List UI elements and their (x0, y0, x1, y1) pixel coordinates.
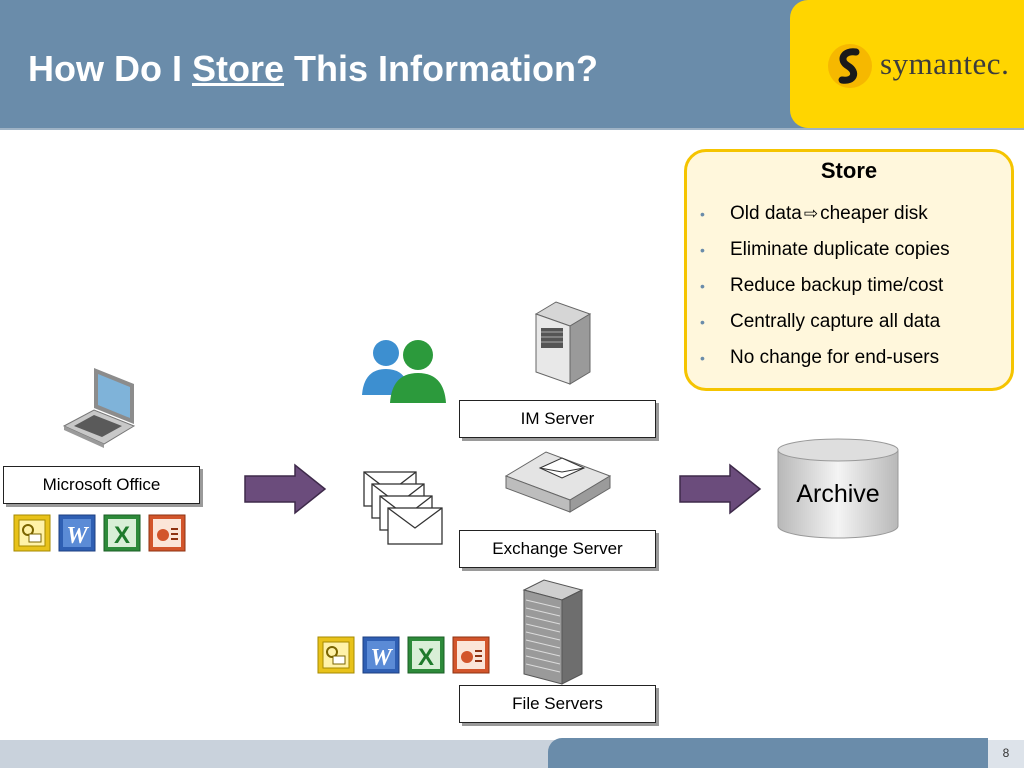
svg-text:W: W (370, 645, 393, 671)
footer-accent (548, 738, 988, 768)
symantec-logo-icon (828, 44, 872, 88)
powerpoint-icon (148, 514, 186, 552)
callout-list: •Old data ⇨cheaper disk •Eliminate dupli… (700, 196, 950, 376)
powerpoint-icon (452, 636, 490, 674)
store-callout (684, 149, 1014, 391)
list-item: •No change for end-users (700, 347, 940, 368)
source-label-box: Microsoft Office (3, 466, 200, 504)
list-item: •Old data ⇨cheaper disk (700, 203, 928, 224)
list-item: •Centrally capture all data (700, 311, 941, 332)
bullet-icon: • (700, 206, 705, 222)
list-item: •Reduce backup time/cost (700, 275, 944, 296)
outlook-icon (317, 636, 355, 674)
svg-text:X: X (418, 644, 434, 671)
excel-icon: X (407, 636, 445, 674)
file-servers-icon (522, 579, 584, 685)
email-messages-icon (363, 471, 443, 545)
im-users-icon (362, 340, 446, 403)
im-server-icon (534, 301, 592, 385)
slide-title: How Do I Store This Information? (28, 48, 599, 89)
bullet-icon: • (700, 350, 705, 366)
archive-label: Archive (796, 480, 880, 508)
list-item: •Eliminate duplicate copies (700, 239, 950, 260)
word-icon: W (362, 636, 400, 674)
page-number: 8 (1002, 746, 1010, 760)
archive-cylinder-icon (777, 438, 899, 539)
svg-text:X: X (114, 522, 130, 549)
excel-icon: X (103, 514, 141, 552)
bullet-icon: • (700, 314, 705, 330)
file-servers-label-box: File Servers (459, 685, 656, 723)
right-arrow-icon: ⇨ (803, 204, 819, 223)
brand-wordmark: symantec. (880, 46, 1010, 81)
bullet-icon: • (700, 278, 705, 294)
im-server-label-box: IM Server (459, 400, 656, 438)
page-number-panel (988, 740, 1024, 768)
laptop-icon (62, 368, 136, 448)
flow-arrow-icon (679, 463, 762, 515)
svg-text:W: W (66, 523, 89, 549)
word-icon: W (58, 514, 96, 552)
bullet-icon: • (700, 242, 705, 258)
exchange-server-label-box: Exchange Server (459, 530, 656, 568)
callout-title: Store (820, 158, 878, 183)
outlook-icon (13, 514, 51, 552)
exchange-server-icon (504, 451, 612, 513)
flow-arrow-icon (244, 463, 327, 515)
title-emphasis: Store (192, 48, 285, 89)
